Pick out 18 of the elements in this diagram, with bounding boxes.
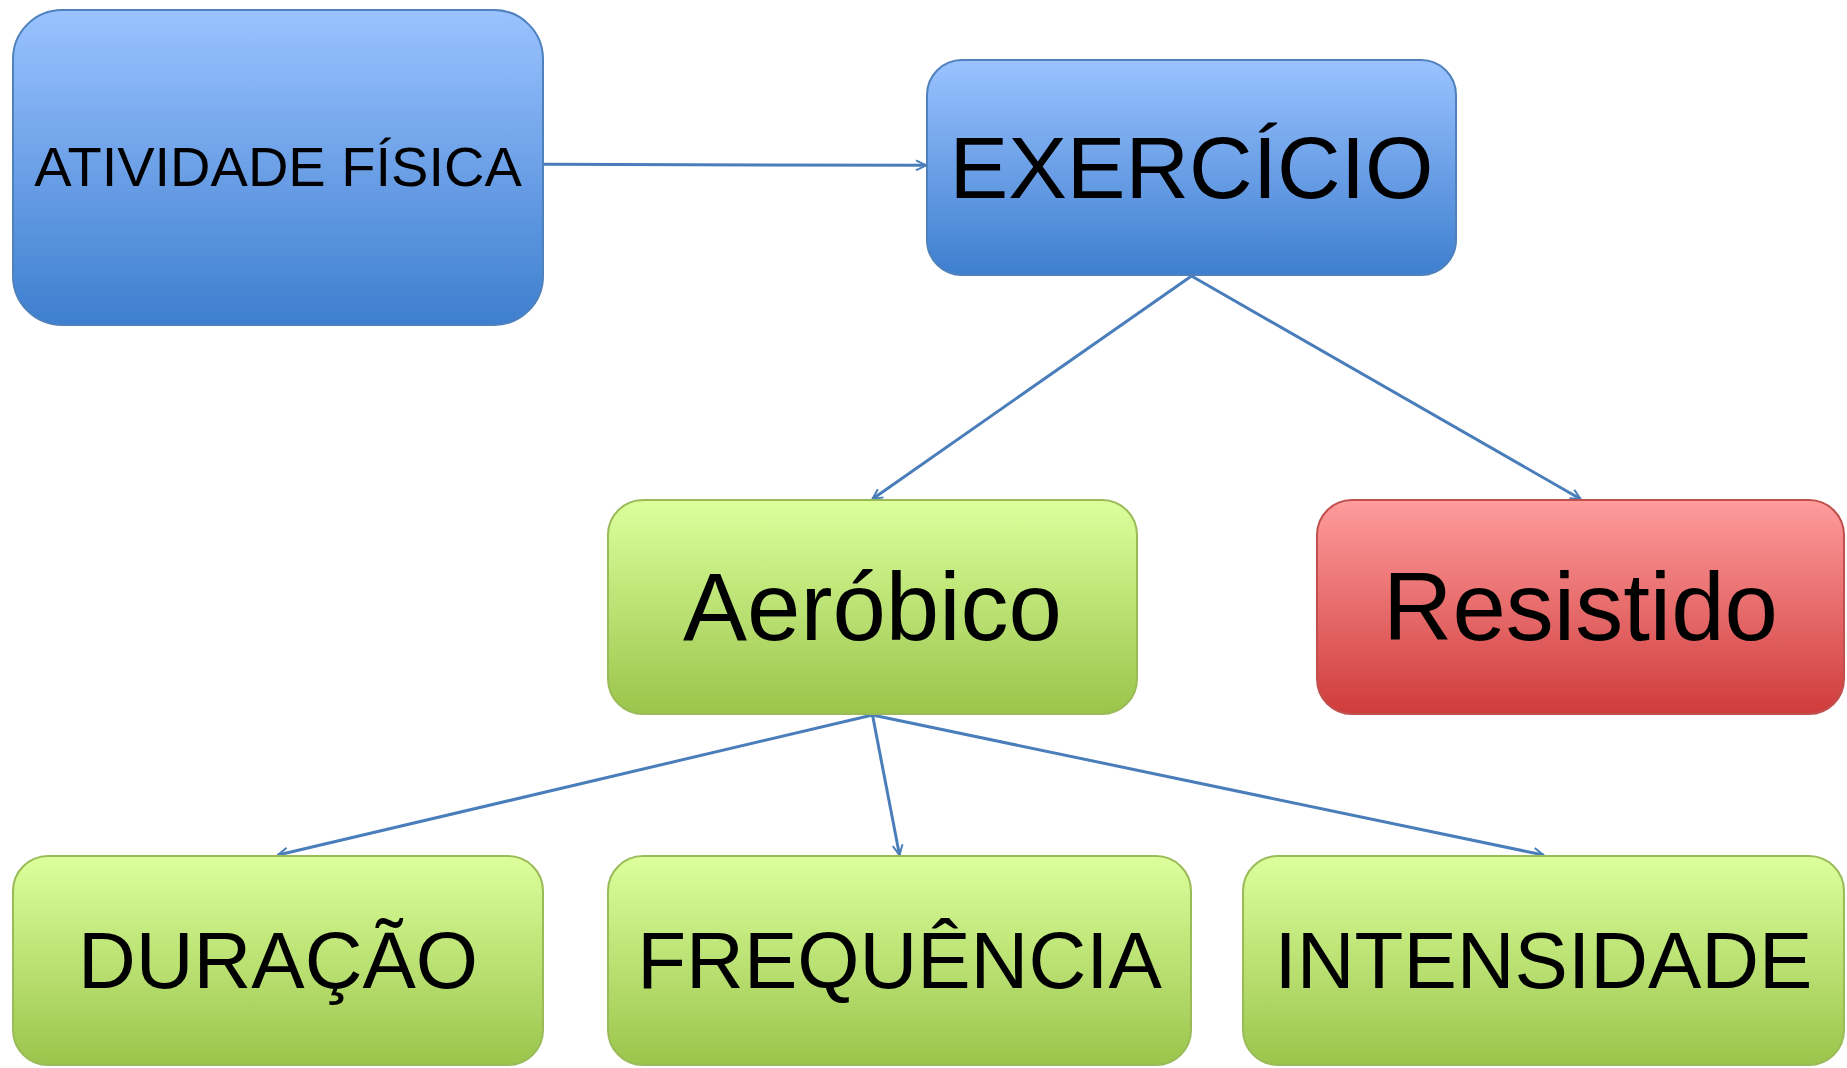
- node-label: EXERCÍCIO: [948, 116, 1435, 219]
- concept-box: [607, 855, 1192, 1066]
- node-label: Aeróbico: [682, 551, 1063, 662]
- node-label: DURAÇÃO: [76, 914, 479, 1007]
- concept-box: [1242, 855, 1845, 1066]
- node-label: Resistido: [1382, 551, 1779, 662]
- arrow: [544, 159, 927, 172]
- node-label: INTENSIDADE: [1273, 914, 1814, 1007]
- concept-box: [12, 855, 544, 1066]
- node-label: FREQUÊNCIA: [636, 914, 1163, 1007]
- concept-box: [926, 59, 1457, 276]
- node-label: ATIVIDADE FÍSICA: [33, 135, 523, 200]
- concept-box: [12, 9, 544, 326]
- concept-box: [1316, 499, 1845, 715]
- arrow: [871, 714, 904, 856]
- arrow: [871, 274, 1193, 501]
- concept-box: [607, 499, 1138, 715]
- arrow: [1190, 274, 1582, 501]
